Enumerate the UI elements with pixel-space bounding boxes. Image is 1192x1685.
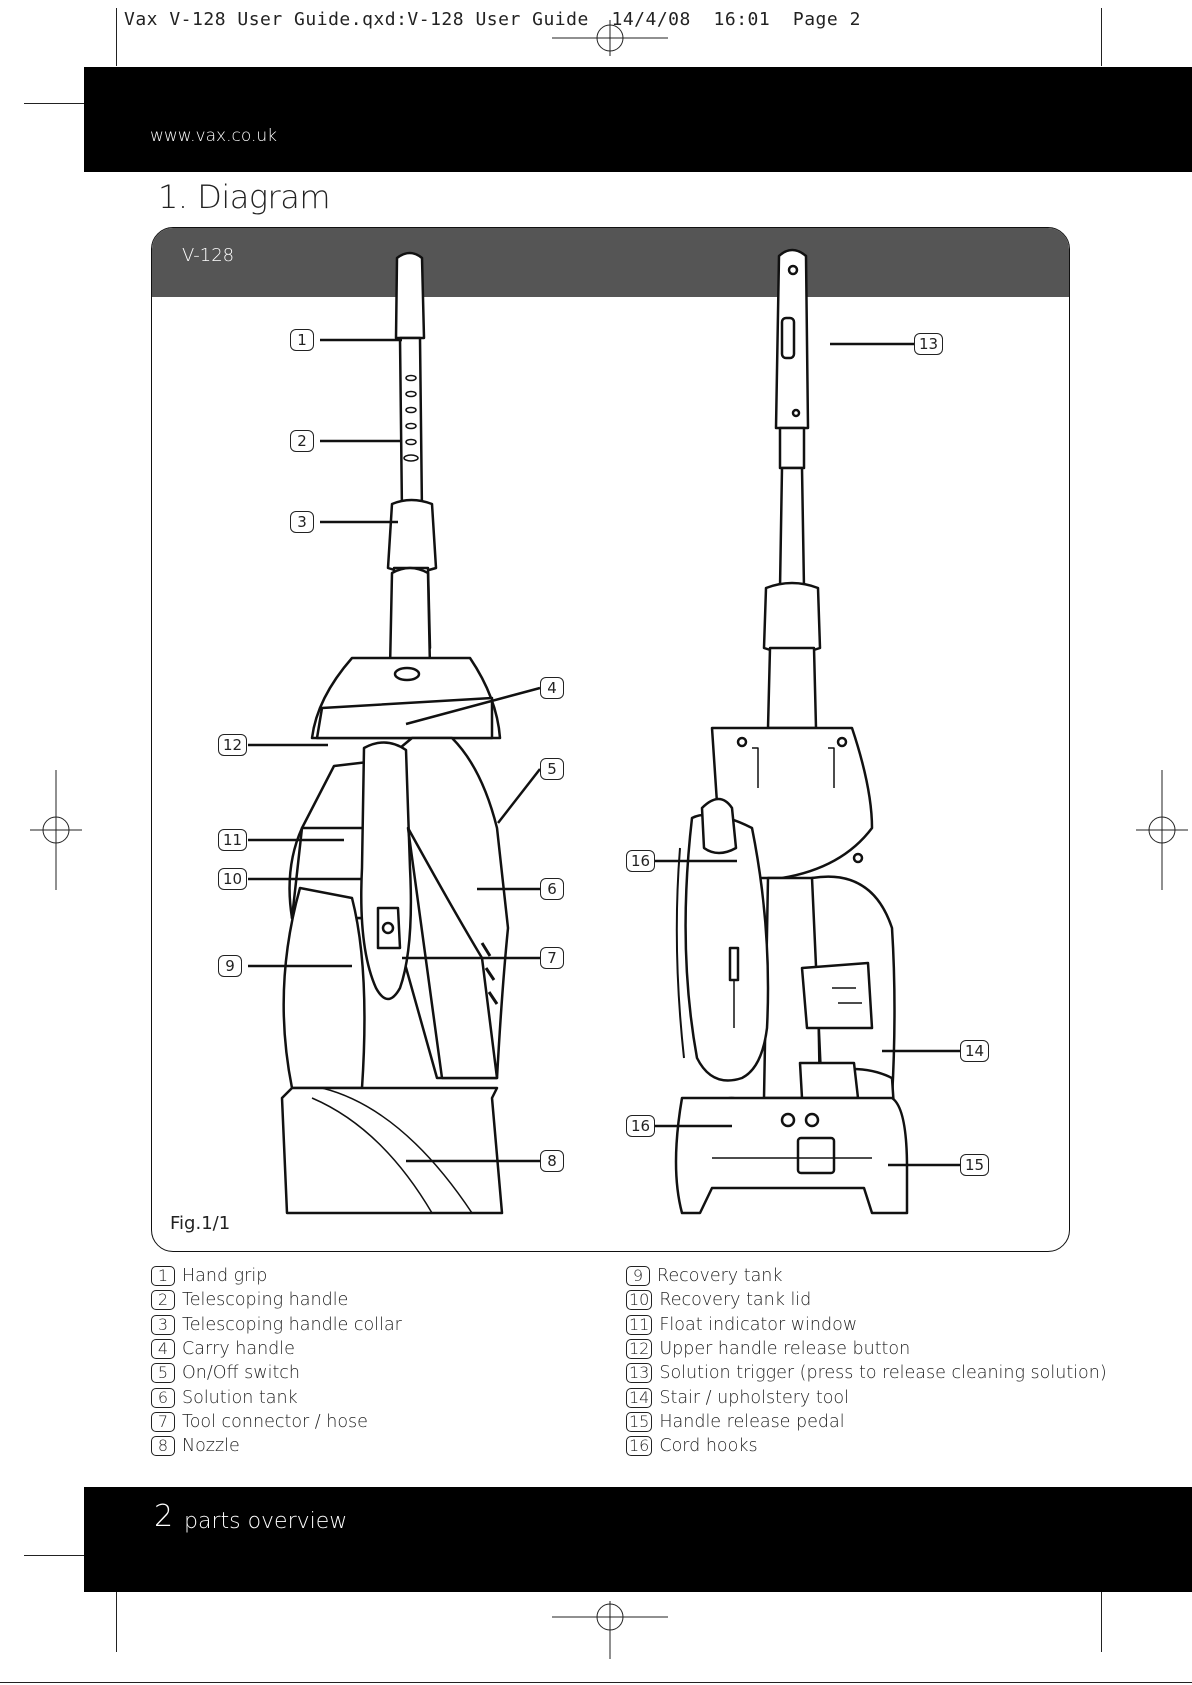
part-label: Recovery tank xyxy=(657,1266,783,1287)
list-item: 9 Recovery tank xyxy=(626,1264,1107,1288)
list-item: 3 Telescoping handle collar xyxy=(151,1313,402,1337)
section-title: 1. Diagram xyxy=(158,178,330,216)
model-label: V-128 xyxy=(182,245,235,266)
callout-on-off-switch: 5 xyxy=(540,758,564,780)
list-item: 12 Upper handle release button xyxy=(626,1337,1107,1361)
list-item: 8 Nozzle xyxy=(151,1434,402,1458)
list-item: 2 Telescoping handle xyxy=(151,1288,402,1312)
part-label: Float indicator window xyxy=(659,1314,858,1335)
part-label: Solution trigger (press to release clean… xyxy=(659,1363,1107,1384)
callout-solution-tank: 6 xyxy=(540,878,564,900)
callout-stair-upholstery-tool: 14 xyxy=(960,1040,990,1062)
list-item: 7 Tool connector / hose xyxy=(151,1410,402,1434)
list-item: 15 Handle release pedal xyxy=(626,1410,1107,1434)
part-label: Tool connector / hose xyxy=(182,1411,368,1432)
figure-label: Fig.1/1 xyxy=(170,1213,231,1234)
registration-mark-left xyxy=(30,770,82,890)
model-bar: V-128 xyxy=(152,228,1069,297)
part-number: 8 xyxy=(151,1436,175,1457)
part-label: Nozzle xyxy=(182,1436,240,1457)
part-number: 9 xyxy=(626,1266,650,1287)
list-item: 16 Cord hooks xyxy=(626,1434,1107,1458)
part-number: 3 xyxy=(151,1314,175,1335)
crop-mark xyxy=(1101,8,1102,66)
part-number: 1 xyxy=(151,1266,175,1287)
part-number: 14 xyxy=(626,1387,653,1408)
list-item: 11 Float indicator window xyxy=(626,1313,1107,1337)
callout-telescoping-handle: 2 xyxy=(290,430,314,452)
part-number: 12 xyxy=(626,1339,653,1360)
part-number: 13 xyxy=(626,1363,653,1384)
list-item: 4 Carry handle xyxy=(151,1337,402,1361)
front-view-illustration xyxy=(280,251,510,1215)
registration-mark-right xyxy=(1136,770,1188,890)
list-item: 1 Hand grip xyxy=(151,1264,402,1288)
back-view-illustration xyxy=(674,248,909,1215)
part-number: 15 xyxy=(626,1411,653,1432)
registration-mark-top xyxy=(552,20,668,56)
callout-nozzle: 8 xyxy=(540,1150,564,1172)
list-item: 5 On/Off switch xyxy=(151,1361,402,1385)
crop-mark xyxy=(24,1555,84,1556)
list-item: 14 Stair / upholstery tool xyxy=(626,1385,1107,1409)
part-number: 16 xyxy=(626,1436,653,1457)
crop-mark xyxy=(24,103,84,104)
page-number: 2 xyxy=(154,1499,174,1534)
callout-cord-hook-lower: 16 xyxy=(626,1115,656,1137)
list-item: 13 Solution trigger (press to release cle… xyxy=(626,1361,1107,1385)
print-slug-line: Vax V-128 User Guide.qxd:V-128 User Guid… xyxy=(124,9,861,30)
part-number: 6 xyxy=(151,1387,175,1408)
callout-upper-handle-release-button: 12 xyxy=(218,734,248,756)
callout-cord-hook-upper: 16 xyxy=(626,850,656,872)
callout-carry-handle: 4 xyxy=(540,677,564,699)
crop-mark xyxy=(116,8,117,66)
part-label: Upper handle release button xyxy=(659,1339,911,1360)
part-number: 7 xyxy=(151,1411,175,1432)
list-item: 6 Solution tank xyxy=(151,1385,402,1409)
diagram-panel: V-128 xyxy=(151,227,1070,1252)
part-number: 4 xyxy=(151,1339,175,1360)
callout-recovery-tank-lid: 10 xyxy=(218,868,248,890)
footer-section-title: parts overview xyxy=(184,1509,348,1534)
parts-list-left: 1 Hand grip 2 Telescoping handle 3 Telescop… xyxy=(151,1264,402,1458)
list-item: 10 Recovery tank lid xyxy=(626,1288,1107,1312)
callout-hand-grip: 1 xyxy=(290,329,314,351)
callout-telescoping-handle-collar: 3 xyxy=(290,511,314,533)
part-number: 2 xyxy=(151,1290,175,1311)
parts-list-right: 9 Recovery tank 10 Recovery tank lid 11 Flo… xyxy=(626,1264,1107,1458)
vacuum-illustration xyxy=(248,248,960,1215)
callout-handle-release-pedal: 15 xyxy=(960,1154,990,1176)
part-label: Cord hooks xyxy=(659,1436,758,1457)
callout-recovery-tank: 9 xyxy=(218,955,242,977)
part-label: Hand grip xyxy=(182,1266,268,1287)
crop-mark xyxy=(0,1682,1192,1683)
part-number: 11 xyxy=(626,1314,653,1335)
part-label: Recovery tank lid xyxy=(659,1290,812,1311)
part-label: Carry handle xyxy=(182,1339,295,1360)
part-number: 10 xyxy=(626,1290,653,1311)
part-label: Telescoping handle xyxy=(182,1290,349,1311)
part-number: 5 xyxy=(151,1363,175,1384)
part-label: Stair / upholstery tool xyxy=(659,1387,849,1408)
part-label: Handle release pedal xyxy=(659,1411,845,1432)
part-label: Solution tank xyxy=(182,1387,298,1408)
part-label: On/Off switch xyxy=(182,1363,301,1384)
registration-mark-bottom xyxy=(552,1601,668,1659)
header-bar: www.vax.co.uk xyxy=(84,67,1192,172)
crop-mark xyxy=(116,1592,117,1652)
callout-float-indicator-window: 11 xyxy=(218,829,248,851)
crop-mark xyxy=(1101,1592,1102,1652)
part-label: Telescoping handle collar xyxy=(182,1314,402,1335)
callout-solution-trigger: 13 xyxy=(914,333,944,355)
footer-bar: 2 parts overview xyxy=(84,1487,1192,1592)
site-url[interactable]: www.vax.co.uk xyxy=(150,126,277,146)
callout-tool-connector-hose: 7 xyxy=(540,947,564,969)
